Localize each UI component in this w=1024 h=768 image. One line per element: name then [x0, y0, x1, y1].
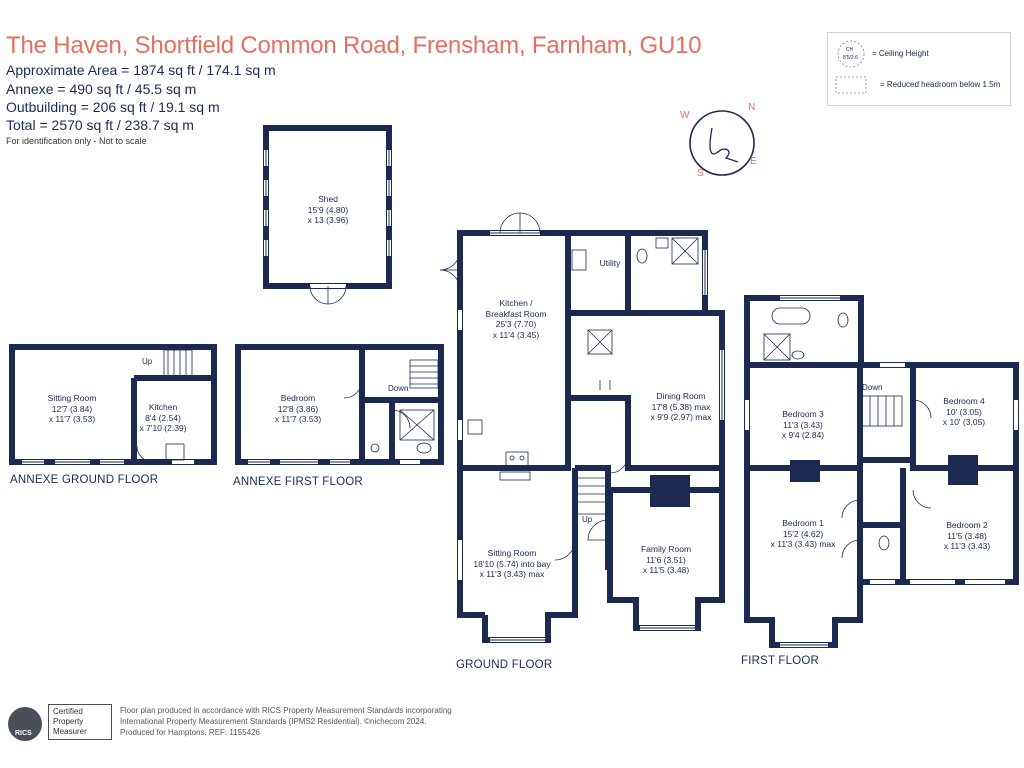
compass-n: N [748, 102, 756, 113]
bedroom1-fireplace [790, 460, 820, 482]
compass-w: W [680, 110, 690, 121]
annexe-first-outline [235, 344, 444, 465]
floor-label-annexe-ground: ANNEXE GROUND FLOOR [10, 474, 159, 486]
ceiling-code-value: 8'5/2.6 [843, 55, 858, 61]
reduced-headroom-icon [835, 76, 867, 94]
ceiling-height-label: = Ceiling Height [872, 49, 929, 58]
annexe-stair-up: Up [142, 357, 153, 366]
page-title: The Haven, Shortfield Common Road, Frens… [6, 32, 702, 59]
area-annexe: Annexe = 490 sq ft / 45.5 sq m [6, 81, 197, 97]
ground-floor-outline [457, 230, 571, 471]
family-room-fireplace [650, 475, 690, 507]
rics-logo-icon [8, 707, 42, 741]
ceiling-code: CH [846, 47, 854, 53]
legend: CH 8'5/2.6 = Ceiling Height = Reduced he… [827, 32, 1011, 106]
rics-certification: RICS Certified Property Measurer [6, 704, 114, 741]
floor-label-ground: GROUND FLOOR [456, 659, 553, 671]
certified-badge: Certified Property Measurer [48, 704, 112, 740]
compass-e: E [750, 156, 757, 167]
first-stair-down: Down [862, 383, 883, 392]
ground-stair-up: Up [582, 515, 593, 524]
footer-note: Floor plan produced in accordance with R… [120, 706, 452, 737]
scale-disclaimer: For identification only - Not to scale [6, 136, 147, 146]
room-utility: Utility [599, 258, 621, 268]
area-total: Total = 2570 sq ft / 238.7 sq m [6, 117, 194, 133]
floor-label-annexe-first: ANNEXE FIRST FLOOR [233, 476, 363, 488]
reduced-headroom-label: = Reduced headroom below 1.5m [880, 80, 1001, 89]
annexe-stair-down: Down [388, 384, 409, 393]
ceiling-height-icon [837, 40, 865, 68]
floor-label-first: FIRST FLOOR [741, 655, 820, 667]
compass-icon [689, 110, 755, 176]
compass-s: S [697, 168, 704, 179]
area-outbuilding: Outbuilding = 206 sq ft / 19.1 sq m [6, 99, 220, 115]
bedroom2-fireplace [948, 455, 978, 485]
area-approximate: Approximate Area = 1874 sq ft / 174.1 sq… [6, 62, 276, 78]
rics-word: RICS [15, 730, 32, 737]
